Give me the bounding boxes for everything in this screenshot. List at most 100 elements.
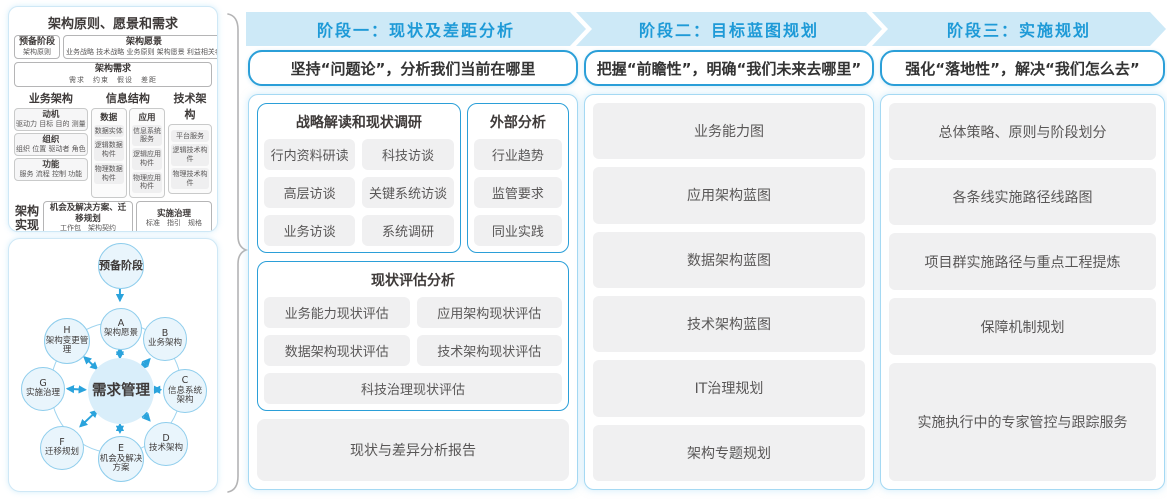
adm-node-letter: D (162, 433, 170, 445)
phase2-item: 业务能力图 (593, 103, 865, 160)
technology-architecture-column: 技术架构 平台服务 逻辑技术构件 物理技术构件 (168, 90, 212, 199)
adm-cycle-panel: 预备阶段 A 架构愿景 B 业务架构 C 信息系统架构 D 技术架构 E 机会及… (8, 238, 218, 492)
adm-node-letter: E (117, 443, 124, 455)
gap-analysis-report-box: 现状与差异分析报告 (257, 419, 569, 481)
phase1-content: 战略解读和现状调研 行内资料研读 科技访谈 高层访谈 关键系统访谈 业务访谈 系… (248, 94, 578, 490)
adm-node-letter: C (181, 375, 189, 387)
assessment-item: 业务能力现状评估 (264, 297, 410, 328)
architecture-requirements-box: 架构需求 需求 约束 假设 差距 (14, 62, 212, 87)
application-item: 物理应用构件 (131, 171, 163, 194)
phase2-item: 技术架构蓝图 (593, 295, 865, 353)
external-analysis-title: 外部分析 (489, 115, 546, 131)
data-item: 数据实体 (93, 124, 124, 138)
adm-node-label: 机会及解决方案 (99, 453, 143, 474)
adm-node-d: D 技术架构 (144, 422, 188, 466)
opportunities-migration-items: 工作包 架构契约 (60, 224, 116, 232)
organization-title: 组织 (42, 134, 60, 145)
brace-path (227, 13, 249, 493)
data-item: 物理数据构件 (93, 162, 124, 185)
adm-node-h: H 架构变更管理 (44, 318, 90, 364)
assessment-item: 科技治理现状评估 (264, 373, 562, 404)
strategy-research-title: 战略解读和现状调研 (295, 115, 422, 131)
adm-node-label: 迁移规划 (44, 447, 79, 458)
motivation-title: 动机 (42, 109, 60, 120)
adm-node-label: 业务架构 (147, 338, 182, 349)
adm-node-b: B 业务架构 (143, 317, 187, 361)
prep-phase-title: 预备阶段 (18, 37, 55, 47)
phase1-top-row: 战略解读和现状调研 行内资料研读 科技访谈 高层访谈 关键系统访谈 业务访谈 系… (257, 103, 569, 253)
adm-node-g: G 实施治理 (21, 367, 65, 411)
implementation-governance-box: 实施治理 标准 指引 规格 (136, 201, 212, 231)
adm-node-prep: 预备阶段 (98, 243, 144, 289)
technology-item: 逻辑技术构件 (171, 144, 209, 166)
application-item: 信息系统服务 (131, 124, 163, 147)
architecture-realization-row: 架构实现 机会及解决方案、迁移规划 工作包 架构契约 实施治理 标准 指引 规格 (14, 201, 212, 232)
technology-subcolumn: 平台服务 逻辑技术构件 物理技术构件 (168, 123, 212, 195)
phase2-content: 业务能力图 应用架构蓝图 数据架构蓝图 技术架构蓝图 IT治理规划 架构专题规划 (584, 94, 874, 490)
research-item: 关键系统访谈 (362, 177, 454, 208)
data-item: 逻辑数据构件 (93, 139, 124, 161)
phase3-item: 各条线实施路径线路图 (889, 168, 1156, 226)
architecture-vision-items: 业务战略 技术战略 业务原则 架构愿景 利益相关者 (66, 48, 218, 57)
adm-node-letter: G (39, 378, 47, 390)
research-item: 业务访谈 (264, 215, 356, 246)
research-item: 系统调研 (362, 215, 454, 246)
phase1-header-label: 阶段一：现状及差距分析 (316, 21, 515, 40)
center-g-arrow (65, 384, 87, 394)
information-structure-column: 信息结构 数据 数据实体 逻辑数据构件 物理数据构件 应用 信息系统服务 逻辑应… (90, 90, 166, 199)
center-h-arrow (83, 355, 99, 371)
prep-vision-row: 预备阶段 架构原则 架构愿景 业务战略 技术战略 业务原则 架构愿景 利益相关者 (14, 35, 217, 60)
adm-node-letter: B (161, 328, 169, 340)
business-architecture-column: 业务架构 动机 驱动力 目标 目的 测量 组织 组织 位置 驱动者 角色 功能 … (14, 90, 88, 199)
application-subcolumn-title: 应用 (138, 112, 156, 123)
phase2-item: 应用架构蓝图 (593, 167, 865, 224)
external-analysis-stack: 行业趋势 监管要求 同业实践 (473, 139, 562, 246)
external-item: 行业趋势 (473, 139, 562, 170)
phase1-subtitle: 坚持“问题论”，分析我们当前在哪里 (248, 50, 578, 86)
technology-architecture-title: 技术架构 (173, 91, 207, 121)
phase3-header-label: 阶段三：实施规划 (946, 21, 1091, 40)
adm-node-letter: H (63, 325, 71, 337)
phase2-item: IT治理规划 (593, 360, 865, 417)
phase2-subtitle: 把握“前瞻性”，明确“我们未来去哪里” (584, 50, 874, 86)
adm-center-requirements: 需求管理 (88, 358, 154, 424)
external-analysis-box: 外部分析 行业趋势 监管要求 同业实践 (466, 103, 569, 253)
opportunities-migration-title: 机会及解决方案、迁移规划 (49, 203, 127, 224)
assessment-item: 数据架构现状评估 (264, 335, 410, 366)
adm-node-prep-label: 预备阶段 (99, 259, 143, 273)
center-f-arrow (79, 409, 99, 428)
assessment-item: 技术架构现状评估 (416, 335, 562, 366)
technology-item: 平台服务 (171, 129, 209, 143)
research-item: 行内资料研读 (264, 139, 356, 170)
adm-node-label: 架构愿景 (103, 328, 138, 339)
opportunities-migration-box: 机会及解决方案、迁移规划 工作包 架构契约 (43, 201, 133, 232)
implementation-governance-title: 实施治理 (156, 208, 191, 219)
application-item: 逻辑应用构件 (131, 148, 163, 170)
adm-node-label: 实施治理 (25, 388, 60, 399)
motivation-box: 动机 驱动力 目标 目的 测量 (14, 107, 88, 131)
prep-phase-item: 架构原则 (23, 48, 51, 57)
technology-item: 物理技术构件 (171, 167, 209, 190)
assessment-item: 应用架构现状评估 (416, 297, 562, 328)
external-item: 监管要求 (473, 177, 562, 208)
architecture-content-panel: 架构原则、愿景和需求 预备阶段 架构原则 架构愿景 业务战略 技术战略 业务原则… (8, 6, 218, 232)
adm-node-letter: A (117, 318, 125, 330)
data-subcolumn-title: 数据 (100, 112, 118, 123)
architecture-vision-box: 架构愿景 业务战略 技术战略 业务原则 架构愿景 利益相关者 (63, 35, 218, 60)
phase2-item: 数据架构蓝图 (593, 231, 865, 288)
phase1-header: 阶段一：现状及差距分析 (246, 12, 586, 46)
phase3-subtitle: 强化“落地性”，解决“我们怎么去” (880, 50, 1165, 86)
architecture-realization-label: 架构实现 (14, 203, 39, 232)
adm-node-label: 技术架构 (148, 443, 183, 454)
architecture-columns: 业务架构 动机 驱动力 目标 目的 测量 组织 组织 位置 驱动者 角色 功能 … (14, 90, 212, 199)
adm-node-e: E 机会及解决方案 (98, 436, 144, 482)
strategy-research-grid: 行内资料研读 科技访谈 高层访谈 关键系统访谈 业务访谈 系统调研 (264, 139, 454, 246)
business-architecture-title: 业务架构 (28, 91, 73, 105)
panel-title: 架构原则、愿景和需求 (47, 17, 178, 32)
data-subcolumn: 数据 数据实体 逻辑数据构件 物理数据构件 (90, 107, 127, 199)
research-item: 高层访谈 (264, 177, 356, 208)
implementation-governance-items: 标准 指引 规格 (146, 219, 202, 228)
phase2-header-label: 阶段二：目标蓝图规划 (638, 21, 819, 40)
assessment-grid: 业务能力现状评估 应用架构现状评估 数据架构现状评估 技术架构现状评估 科技治理… (264, 297, 562, 404)
